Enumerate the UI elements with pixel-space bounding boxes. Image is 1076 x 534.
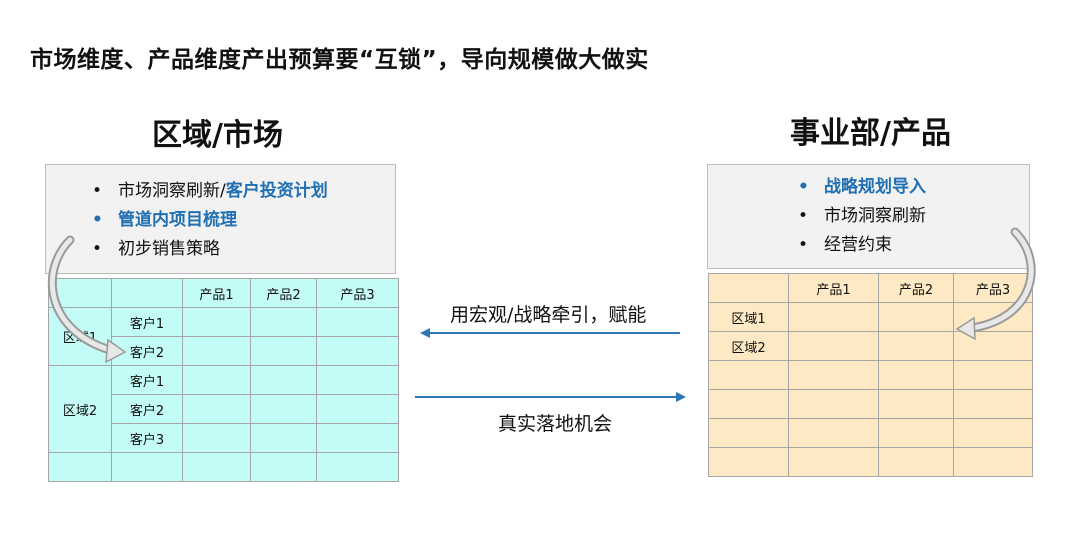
- product-bullet-3: •经营约束: [798, 235, 892, 255]
- table-row: [48, 452, 399, 482]
- table-cell: [182, 336, 251, 366]
- region-cell: 区域1: [708, 302, 789, 332]
- table-cell: [250, 336, 317, 366]
- table-cell: [182, 423, 251, 453]
- region-cell: 区域2: [708, 331, 789, 361]
- bullet-highlight: 管道内项目梳理: [118, 210, 237, 230]
- table-cell: [878, 331, 954, 361]
- table-header-row: 产品1 产品2 产品3: [48, 278, 399, 308]
- product-bullet-1: •战略规划导入: [798, 177, 926, 197]
- table-cell: [316, 452, 399, 482]
- table-cell: [878, 360, 954, 390]
- customer-cell: 客户1: [111, 307, 183, 337]
- bullet-text: 市场洞察刷新: [824, 206, 926, 226]
- table-cell: [316, 423, 399, 453]
- table-cell: [111, 452, 183, 482]
- business-unit-product-heading: 事业部/产品: [790, 116, 951, 151]
- table-row: 客户2: [49, 394, 399, 424]
- product-bullets-box: •战略规划导入 •市场洞察刷新 •经营约束: [707, 164, 1030, 269]
- table-cell: [878, 302, 954, 332]
- table-cell: [953, 418, 1033, 448]
- table-cell: [878, 389, 954, 419]
- region-product-table: 产品1 产品2 产品3 区域1 区域2: [708, 273, 1033, 477]
- curved-arrow-icon: [955, 227, 1036, 341]
- table-cell: [250, 452, 317, 482]
- page-title: 市场维度、产品维度产出预算要“互锁”，导向规模做大做实: [30, 47, 649, 73]
- table-cell: [316, 394, 399, 424]
- table-cell: [316, 365, 399, 395]
- region-bullet-list: •市场洞察刷新/客户投资计划 •管道内项目梳理 •初步销售策略: [92, 177, 328, 264]
- right-pointing-arrow: [415, 392, 686, 402]
- table-cell: [250, 423, 317, 453]
- bullet-text: 经营约束: [824, 235, 892, 255]
- table-cell: [182, 365, 251, 395]
- customer-cell: 客户2: [111, 394, 183, 424]
- table-cell: [788, 418, 879, 448]
- column-header: 产品1: [182, 278, 251, 308]
- region-bullet-2: •管道内项目梳理: [92, 210, 237, 230]
- table-cell: [708, 360, 789, 390]
- table-cell: [708, 447, 789, 477]
- column-header: 产品3: [316, 278, 399, 308]
- region-bullets-box: •市场洞察刷新/客户投资计划 •管道内项目梳理 •初步销售策略: [45, 164, 396, 274]
- table-row: 区域2: [708, 331, 1033, 361]
- table-cell: [788, 360, 879, 390]
- table-cell: [250, 365, 317, 395]
- region-market-heading: 区域/市场: [152, 118, 283, 153]
- left-pointing-arrow: [420, 328, 680, 338]
- product-bullet-2: •市场洞察刷新: [798, 206, 926, 226]
- table-row: [708, 389, 1033, 419]
- table-cell: [316, 336, 399, 366]
- table-cell: [708, 273, 789, 303]
- table-row: 客户2: [49, 336, 399, 366]
- table-cell: [878, 447, 954, 477]
- table-cell: [708, 418, 789, 448]
- table-row: [708, 418, 1033, 448]
- table-cell: [788, 447, 879, 477]
- table-cell: [250, 307, 317, 337]
- region-bullet-1: •市场洞察刷新/客户投资计划: [92, 181, 328, 201]
- bullet-text: 市场洞察刷新/: [118, 181, 226, 201]
- column-header: 产品1: [788, 273, 879, 303]
- column-header: 产品2: [250, 278, 317, 308]
- table-cell: [788, 302, 879, 332]
- table-row: 客户3: [49, 423, 399, 453]
- table-cell: [788, 331, 879, 361]
- column-header: 产品2: [878, 273, 954, 303]
- bullet-highlight: 客户投资计划: [225, 181, 328, 201]
- bullet-highlight: 战略规划导入: [824, 177, 926, 197]
- real-opportunity-label: 真实落地机会: [498, 413, 613, 435]
- bullet-text: 初步销售策略: [118, 239, 220, 259]
- customer-cell: 客户1: [111, 365, 183, 395]
- table-cell: [111, 278, 183, 308]
- table-cell: [953, 389, 1033, 419]
- curved-arrow-icon: [47, 235, 127, 364]
- table-cell: [878, 418, 954, 448]
- table-row: [708, 447, 1033, 477]
- table-cell: [250, 394, 317, 424]
- product-bullet-list: •战略规划导入 •市场洞察刷新 •经营约束: [798, 173, 926, 260]
- table-row: 区域2 客户1: [48, 365, 399, 453]
- table-cell: [48, 452, 112, 482]
- customer-cell: 客户3: [111, 423, 183, 453]
- table-cell: [953, 447, 1033, 477]
- strategy-guidance-label: 用宏观/战略牵引，赋能: [450, 304, 647, 326]
- table-header-row: 产品1 产品2 产品3: [708, 273, 1033, 303]
- table-cell: [788, 389, 879, 419]
- table-cell: [182, 452, 251, 482]
- table-cell: [953, 331, 1033, 361]
- region-bullet-3: •初步销售策略: [92, 239, 220, 259]
